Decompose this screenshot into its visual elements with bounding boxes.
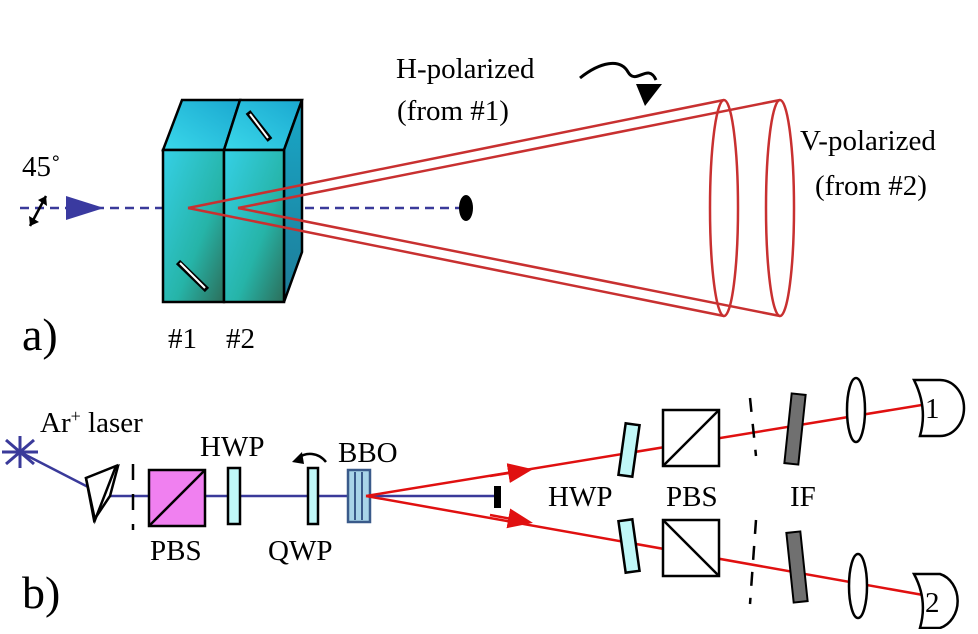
polarization-arrow-icon: [28, 195, 48, 227]
signal-arrow-upper-icon: [489, 463, 533, 483]
h-polarized-source: (from #1): [397, 95, 509, 127]
arm-2: 2: [617, 517, 959, 630]
crystal-1-label: #1: [168, 323, 197, 355]
cone-h-polarized: [187, 98, 740, 318]
panel-a: 45˚ #1 #2: [20, 53, 936, 360]
v-polarized-label: V-polarized: [800, 125, 936, 157]
detector-2-label: 2: [925, 587, 940, 619]
beam-dump: [494, 486, 501, 508]
panel-b: Ar+ laser PBS HWP QWP BBO: [2, 376, 966, 630]
pump-hwp-label: HWP: [200, 431, 264, 463]
arm-1-hwp: [617, 421, 641, 479]
arm-1-aperture: [748, 397, 758, 457]
v-polarized-source: (from #2): [815, 170, 927, 202]
arm-pbs-label: PBS: [666, 481, 718, 513]
beam-stop-dot: [459, 195, 473, 221]
rotation-arrow-icon: [292, 452, 327, 464]
arm-2-lens: [847, 552, 869, 620]
pump-pbs-label: PBS: [150, 535, 202, 567]
arm-2-hwp: [617, 517, 641, 575]
pump-polarization-label: 45˚: [22, 151, 61, 183]
cone-v-polarized: [237, 98, 796, 318]
h-polarized-label: H-polarized: [396, 53, 535, 85]
laser-label: Ar+ laser: [40, 406, 143, 439]
pump-arrowhead: [66, 196, 104, 220]
panel-a-label: a): [22, 309, 58, 360]
arm-hwp-label: HWP: [548, 481, 612, 513]
panel-b-label: b): [22, 567, 60, 618]
signal-beam-upper: [365, 400, 941, 498]
if-label: IF: [790, 481, 816, 513]
arm-1-lens: [845, 376, 867, 444]
bbo-label: BBO: [338, 437, 398, 469]
pump-hwp: [226, 466, 242, 526]
qwp: [306, 466, 320, 526]
arm-2-aperture: [748, 519, 758, 605]
signal-arrow-lower-icon: [489, 508, 533, 529]
arm-2-filter: [785, 530, 809, 604]
detector-1: [911, 378, 966, 438]
crystal-pair: [161, 98, 304, 304]
arm-1: 1: [617, 376, 966, 479]
arm-1-filter: [783, 392, 807, 466]
curly-pointer-arrow-icon: [579, 62, 662, 106]
detector-1-label: 1: [925, 393, 940, 425]
detector-2: [911, 572, 959, 630]
qwp-label: QWP: [268, 535, 332, 567]
crystal-2-label: #2: [226, 323, 255, 355]
signal-beam-lower: [365, 494, 941, 600]
